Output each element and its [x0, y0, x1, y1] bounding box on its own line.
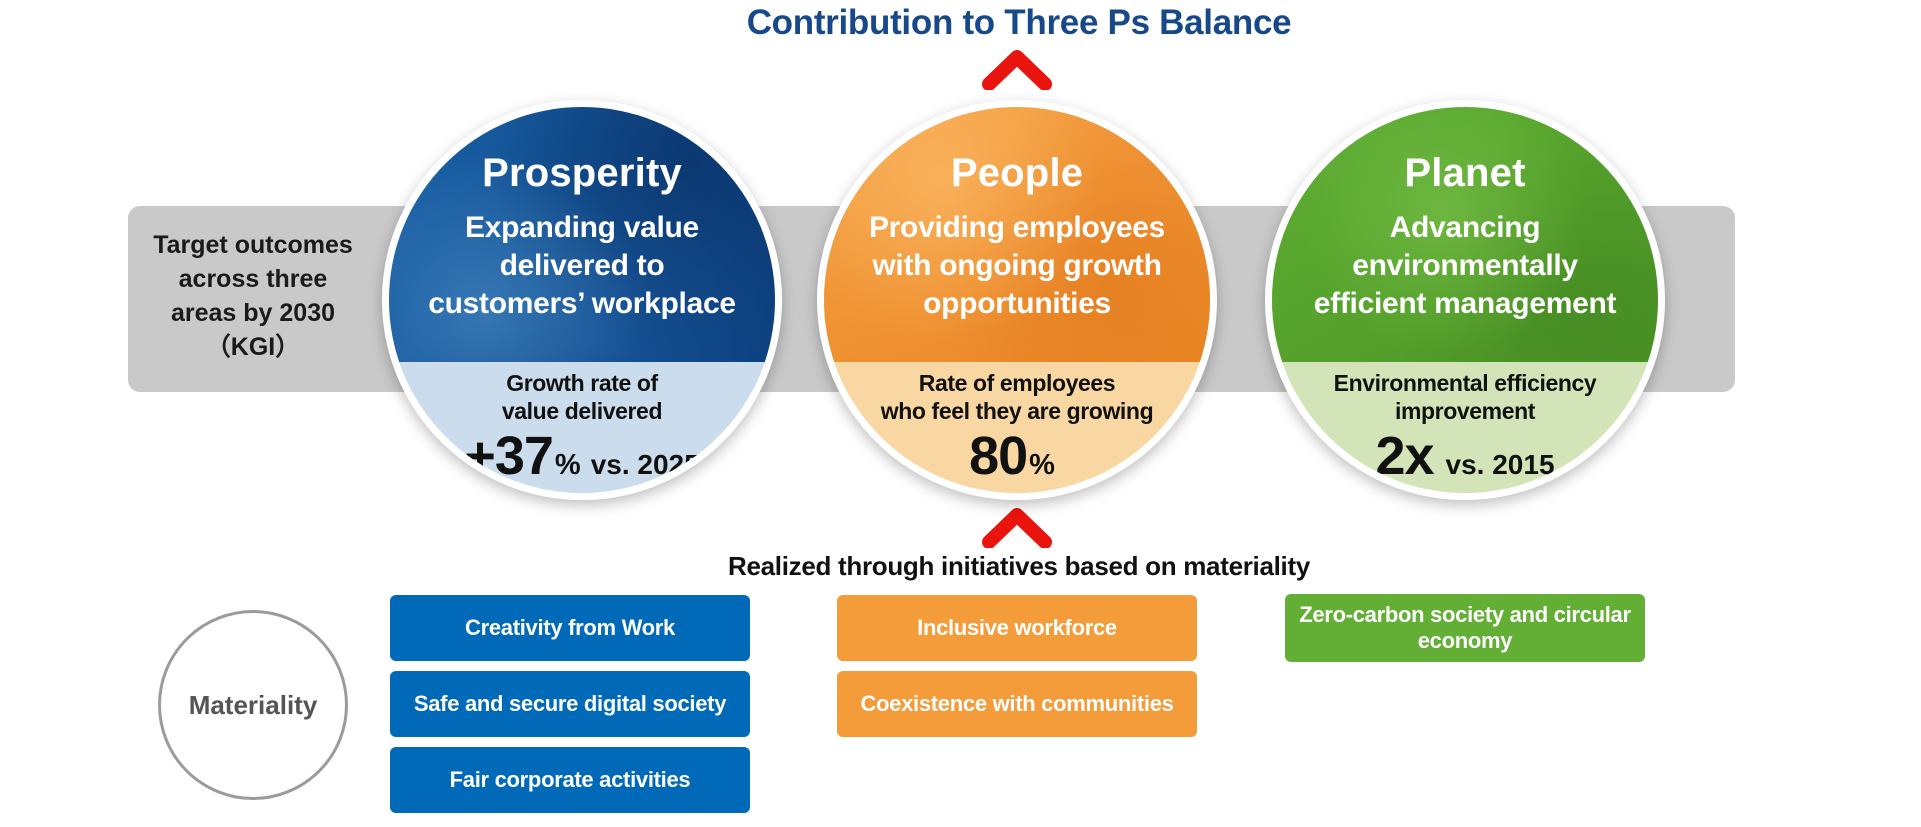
- initiative-box-label: Safe and secure digital society: [413, 691, 727, 716]
- prosperity-headline-line: customers’ workplace: [428, 287, 736, 320]
- materiality-label: Materiality: [188, 689, 318, 720]
- planet-metric-label-line: improvement: [1394, 398, 1536, 424]
- planet-circle: Planet Advancing environmentally efficie…: [1265, 100, 1665, 500]
- prosperity-metric-value: +37: [464, 426, 554, 486]
- initiative-box-label: Fair corporate activities: [449, 767, 691, 792]
- people-headline: Providing employees with ongoing growth …: [869, 209, 1165, 323]
- planet-headline-line: efficient management: [1313, 287, 1617, 320]
- kgi-band-line: across three: [178, 265, 328, 293]
- initiative-box-creativity-from-work: Creativity from Work: [390, 595, 750, 661]
- initiative-box-coexistence-with-communities: Coexistence with communities: [837, 671, 1197, 737]
- initiative-box-inclusive-workforce: Inclusive workforce: [837, 595, 1197, 661]
- initiative-box-fair-corporate-activities: Fair corporate activities: [390, 747, 750, 813]
- prosperity-metric: +37 % vs. 2025: [464, 425, 699, 487]
- people-metric-label-line: Rate of employees: [918, 370, 1116, 396]
- people-headline-line: Providing employees: [868, 211, 1166, 244]
- people-headline-line: with ongoing growth: [872, 249, 1162, 282]
- people-metric-unit: %: [1029, 449, 1055, 481]
- prosperity-circle-top: Prosperity Expanding value delivered to …: [389, 107, 775, 362]
- prosperity-metric-unit: %: [554, 449, 581, 481]
- initiative-box-safe-secure-digital-society: Safe and secure digital society: [390, 671, 750, 737]
- people-headline-line: opportunities: [923, 287, 1111, 320]
- materiality-circle: Materiality: [158, 610, 348, 800]
- planet-circle-bottom: Environmental efficiency improvement 2x …: [1272, 362, 1658, 493]
- up-chevron-stroke: [982, 508, 1052, 548]
- planet-metric-value: 2x: [1375, 426, 1434, 486]
- planet-headline-line: environmentally: [1352, 249, 1578, 282]
- prosperity-circle-bottom: Growth rate of value delivered +37 % vs.…: [389, 362, 775, 493]
- prosperity-metric-label-line: Growth rate of: [506, 370, 658, 396]
- prosperity-title: Prosperity: [482, 151, 682, 195]
- initiative-box-label: Inclusive workforce: [917, 615, 1117, 640]
- prosperity-circle: Prosperity Expanding value delivered to …: [382, 100, 782, 500]
- people-metric-value: 80: [969, 426, 1028, 486]
- up-chevron-icon: [982, 508, 1052, 548]
- planet-headline: Advancing environmentally efficient mana…: [1313, 209, 1617, 323]
- planet-metric-label: Environmental efficiency improvement: [1334, 369, 1597, 425]
- page-title: Contribution to Three Ps Balance: [746, 3, 1292, 42]
- initiative-box-zero-carbon-circular-economy: Zero-carbon society and circular economy: [1285, 594, 1645, 662]
- prosperity-metric-note: vs. 2025: [590, 449, 700, 480]
- kgi-band-label: Target outcomes across three areas by 20…: [143, 228, 363, 364]
- prosperity-headline: Expanding value delivered to customers’ …: [428, 209, 736, 323]
- planet-circle-top: Planet Advancing environmentally efficie…: [1272, 107, 1658, 362]
- prosperity-headline-line: Expanding value: [465, 211, 699, 244]
- kgi-band-line: Target outcomes: [153, 231, 353, 259]
- kgi-band-line: areas by 2030: [170, 299, 336, 327]
- prosperity-metric-label-line: value delivered: [501, 398, 663, 424]
- up-chevron-icon: [982, 50, 1052, 90]
- people-metric-label: Rate of employees who feel they are grow…: [880, 369, 1154, 425]
- people-title: People: [950, 151, 1084, 195]
- people-circle-top: People Providing employees with ongoing …: [824, 107, 1210, 362]
- initiative-box-label: Zero-carbon society and circular economy: [1299, 602, 1631, 653]
- prosperity-headline-line: delivered to: [499, 249, 665, 282]
- people-metric: 80 %: [969, 425, 1065, 487]
- prosperity-metric-label: Growth rate of value delivered: [501, 369, 663, 425]
- people-metric-label-line: who feel they are growing: [880, 398, 1154, 424]
- planet-metric-label-line: Environmental efficiency: [1333, 370, 1597, 396]
- planet-headline-line: Advancing: [1389, 211, 1541, 244]
- planet-metric-note: vs. 2015: [1445, 449, 1555, 480]
- people-circle: People Providing employees with ongoing …: [817, 100, 1217, 500]
- initiative-box-label: Creativity from Work: [465, 615, 675, 640]
- kgi-band-line: （KGI）: [205, 333, 301, 361]
- initiative-box-label: Coexistence with communities: [860, 691, 1174, 716]
- up-chevron-stroke: [982, 50, 1052, 90]
- materiality-note: Realized through initiatives based on ma…: [728, 551, 1310, 581]
- planet-title: Planet: [1404, 151, 1526, 195]
- planet-metric: 2x vs. 2015: [1375, 425, 1554, 487]
- people-circle-bottom: Rate of employees who feel they are grow…: [824, 362, 1210, 493]
